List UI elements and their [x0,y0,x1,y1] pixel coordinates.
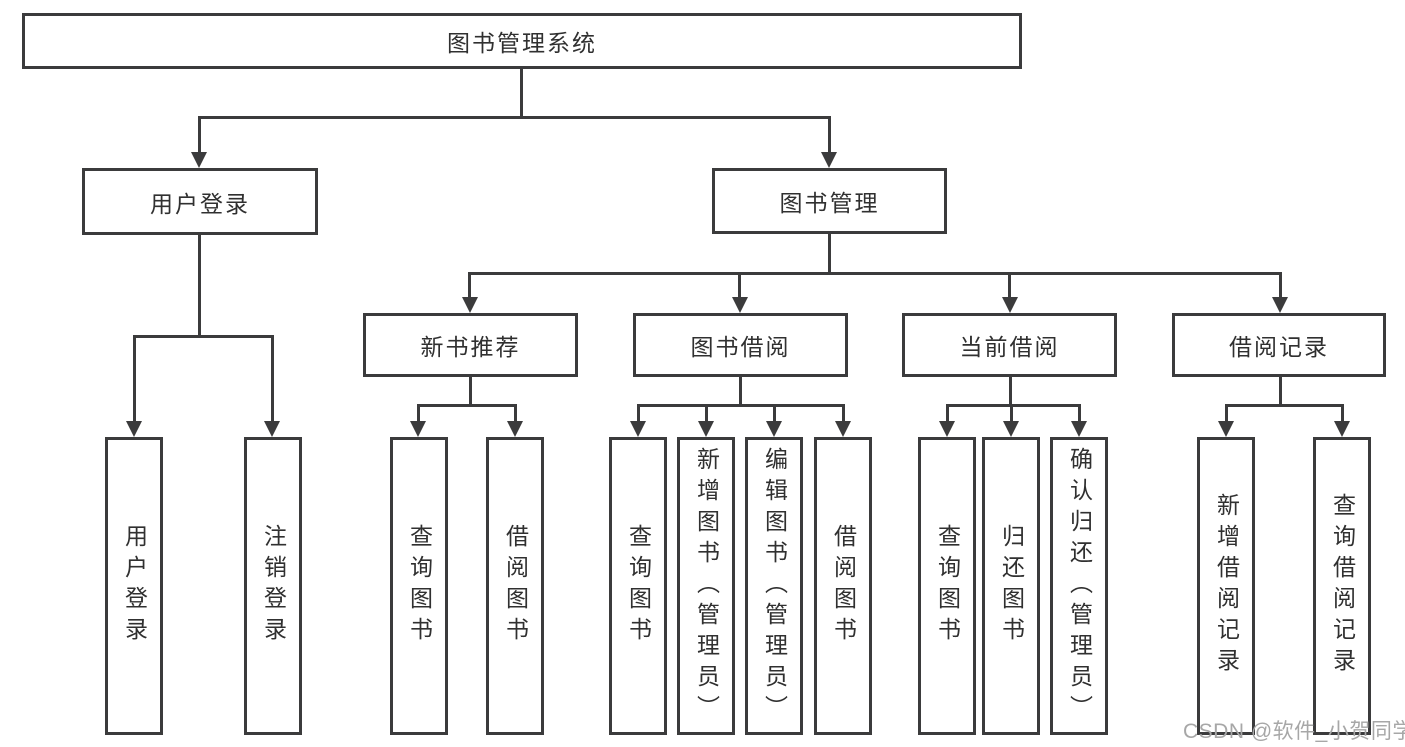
connector-line [271,335,274,425]
connector-line [520,69,523,119]
connector-line [1341,404,1344,425]
connector-line [773,404,776,425]
arrowhead-down [126,421,142,437]
connector-line [468,272,1282,275]
leaf-label: 查询图书 [406,524,433,648]
connector-line [946,404,949,425]
node-new-book-recommendation: 新书推荐 [363,313,578,377]
leaf-label: 归还图书 [998,524,1025,648]
node-label: 用户登录 [150,190,250,217]
leaf-label: 查询图书 [625,524,652,648]
connector-line [1078,404,1081,425]
connector-line [1279,377,1282,407]
node-borrowing-records: 借阅记录 [1172,313,1386,377]
leaf-label: 确认归还（管理员） [1066,446,1093,726]
arrowhead-down [410,421,426,437]
connector-line [133,335,136,425]
connector-line [1279,272,1282,301]
leaf-label: 查询图书 [934,524,961,648]
connector-line [739,377,742,407]
node-book-borrowing: 图书借阅 [633,313,848,377]
connector-line [828,116,831,156]
arrowhead-down [630,421,646,437]
arrowhead-down [1003,421,1019,437]
arrowhead-down [1071,421,1087,437]
node-label: 图书管理系统 [447,30,597,56]
leaf-label: 编辑图书（管理员） [761,446,788,726]
arrowhead-down [821,152,837,168]
connector-line [417,404,420,425]
leaf-label: 借阅图书 [830,524,857,648]
connector-line [417,404,517,407]
arrowhead-down [462,297,478,313]
leaf-label: 新增图书（管理员） [693,446,720,726]
leaf-label: 注销登录 [260,524,287,648]
connector-line [514,404,517,425]
connector-line [198,116,831,119]
leaf-label: 查询借阅记录 [1329,493,1356,679]
leaf-query-books-recommend: 查询图书 [390,437,448,735]
connector-line [1010,404,1013,425]
leaf-label: 新增借阅记录 [1213,493,1240,679]
arrowhead-down [1002,297,1018,313]
arrowhead-down [766,421,782,437]
arrowhead-down [1334,421,1350,437]
leaf-label: 借阅图书 [502,524,529,648]
leaf-return-books: 归还图书 [982,437,1040,735]
leaf-query-borrow-record: 查询借阅记录 [1313,437,1371,735]
connector-line [198,116,201,156]
arrowhead-down [835,421,851,437]
connector-line [1225,404,1344,407]
node-label: 新书推荐 [420,334,521,360]
node-library-system: 图书管理系统 [22,13,1022,69]
node-book-management: 图书管理 [712,168,947,234]
node-current-borrowing: 当前借阅 [902,313,1117,377]
leaf-label: 用户登录 [121,524,148,648]
node-label: 图书借阅 [690,334,791,360]
connector-line [133,335,274,338]
connector-line [198,235,201,338]
connector-line [1225,404,1228,425]
arrowhead-down [698,421,714,437]
arrowhead-down [191,152,207,168]
arrowhead-down [1218,421,1234,437]
leaf-add-books-admin: 新增图书（管理员） [677,437,735,735]
node-user-login: 用户登录 [82,168,318,235]
connector-line [468,272,471,301]
leaf-borrow-books: 借阅图书 [814,437,872,735]
leaf-edit-books-admin: 编辑图书（管理员） [745,437,803,735]
arrowhead-down [264,421,280,437]
leaf-query-books-borrowing: 查询图书 [609,437,667,735]
arrowhead-down [732,297,748,313]
connector-line [946,404,1081,407]
connector-line [469,377,472,407]
arrowhead-down [1272,297,1288,313]
node-label: 图书管理 [779,190,880,216]
node-label: 借阅记录 [1229,334,1329,360]
csdn-watermark: CSDN @软件_小贺同学 [1183,720,1405,743]
arrowhead-down [507,421,523,437]
connector-line [637,404,845,407]
arrowhead-down [939,421,955,437]
leaf-query-books-current: 查询图书 [918,437,976,735]
connector-line [1009,377,1012,407]
connector-line [738,272,741,301]
connector-line [637,404,640,425]
connector-line [828,233,831,275]
leaf-logout: 注销登录 [244,437,302,735]
leaf-user-login: 用户登录 [105,437,163,735]
leaf-confirm-return-admin: 确认归还（管理员） [1050,437,1108,735]
connector-line [1008,272,1011,301]
connector-line [842,404,845,425]
connector-line [705,404,708,425]
leaf-add-borrow-record: 新增借阅记录 [1197,437,1255,735]
node-label: 当前借阅 [959,334,1060,360]
leaf-borrow-books-recommend: 借阅图书 [486,437,544,735]
